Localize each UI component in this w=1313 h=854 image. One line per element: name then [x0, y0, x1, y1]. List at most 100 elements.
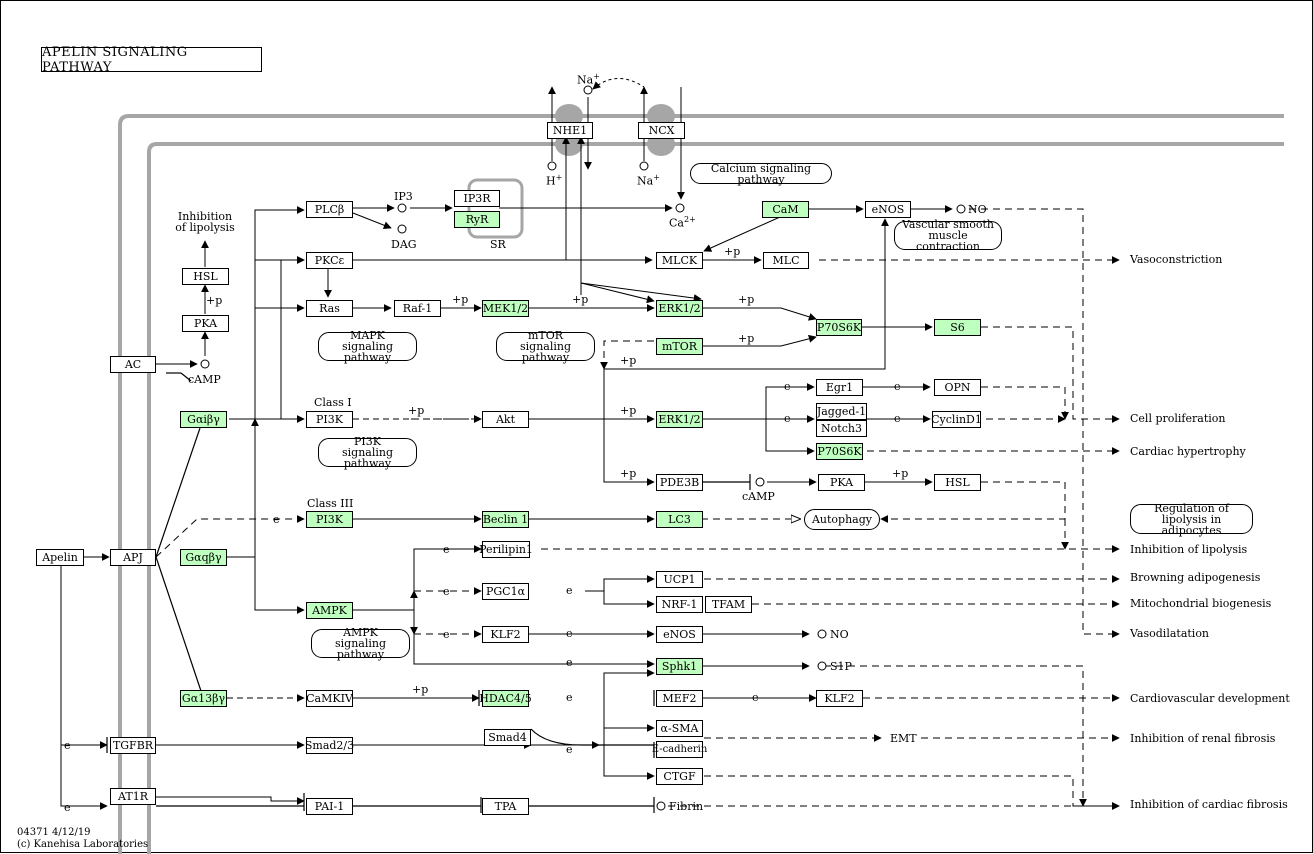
- node-ncx[interactable]: NCX: [638, 122, 685, 139]
- node-egr1[interactable]: Egr1: [816, 379, 863, 396]
- compound-camp-left[interactable]: cAMP: [188, 373, 221, 386]
- node-s6[interactable]: S6: [934, 319, 981, 336]
- compound-camp-right[interactable]: cAMP: [742, 490, 775, 503]
- node-notch3[interactable]: Notch3: [816, 420, 867, 437]
- node-gaqbg[interactable]: Gαqβγ: [180, 549, 227, 566]
- footer: 04371 4/12/19 (c) Kanehisa Laboratories: [17, 827, 148, 851]
- node-enos-low[interactable]: eNOS: [656, 626, 703, 643]
- node-pi3k-class3[interactable]: PI3K: [306, 511, 353, 528]
- indirect-edges: [155, 208, 1120, 810]
- node-erk12-top[interactable]: ERK1/2: [656, 300, 703, 317]
- node-perilipin1[interactable]: Perilipin1: [479, 541, 533, 558]
- compound-na-low[interactable]: Na+: [637, 173, 660, 188]
- node-beclin1[interactable]: Beclin 1: [482, 511, 529, 528]
- node-klf2-right[interactable]: KLF2: [816, 690, 863, 707]
- node-pai1[interactable]: PAI-1: [306, 798, 353, 815]
- expression-label: e: [566, 584, 573, 597]
- node-erk12-mid[interactable]: ERK1/2: [656, 411, 703, 428]
- compound-h[interactable]: H+: [546, 173, 563, 188]
- sr-label: SR: [490, 238, 506, 251]
- node-ras[interactable]: Ras: [306, 300, 353, 317]
- node-pka-left[interactable]: PKA: [182, 315, 229, 332]
- node-camkiv[interactable]: CaMKIV: [306, 690, 353, 707]
- node-p70s6k-top[interactable]: P70S6K: [816, 319, 862, 336]
- node-mlc[interactable]: MLC: [763, 252, 809, 269]
- node-pkce[interactable]: PKCε: [306, 252, 353, 269]
- expression-label: e: [566, 656, 573, 669]
- node-nhe1[interactable]: NHE1: [547, 122, 593, 139]
- expression-label: e: [273, 513, 280, 526]
- expression-label: e: [784, 380, 791, 393]
- node-apelin[interactable]: Apelin: [36, 549, 84, 566]
- node-plcb[interactable]: PLCβ: [306, 201, 353, 218]
- node-ctgf[interactable]: CTGF: [656, 768, 703, 785]
- node-ampk[interactable]: AMPK: [306, 602, 353, 619]
- node-p70s6k-mid[interactable]: P70S6K: [816, 443, 863, 460]
- compound-no-low[interactable]: NO: [830, 628, 849, 641]
- node-mtor[interactable]: mTOR: [656, 338, 703, 355]
- node-gaibg[interactable]: Gαiβγ: [180, 411, 227, 428]
- emt-label: EMT: [890, 732, 917, 745]
- class-i-label: Class I: [314, 396, 352, 409]
- node-smad4[interactable]: Smad4: [484, 729, 531, 746]
- node-ucp1[interactable]: UCP1: [656, 571, 703, 588]
- node-cyclind1[interactable]: CyclinD1: [931, 411, 982, 428]
- compound-dag[interactable]: DAG: [391, 238, 417, 251]
- node-mek12[interactable]: MEK1/2: [482, 300, 529, 317]
- node-pgc1a[interactable]: PGC1α: [482, 583, 529, 600]
- phospho-label: +p: [412, 683, 429, 696]
- compound-ca[interactable]: Ca2+: [669, 215, 696, 230]
- node-mef2[interactable]: MEF2: [656, 690, 703, 707]
- node-jagged1[interactable]: Jagged-1: [816, 403, 867, 420]
- node-ip3r[interactable]: IP3R: [454, 190, 500, 207]
- node-hdac45[interactable]: HDAC4/5: [479, 690, 532, 707]
- expression-label: e: [566, 743, 573, 756]
- outcome-inhibition-renal-fibrosis: Inhibition of renal fibrosis: [1130, 732, 1276, 745]
- node-asma[interactable]: α-SMA: [656, 720, 703, 737]
- node-ecadherin[interactable]: E-cadherin: [652, 741, 707, 758]
- node-akt[interactable]: Akt: [482, 411, 529, 428]
- node-sphk1[interactable]: Sphk1: [656, 658, 703, 675]
- node-klf2-left[interactable]: KLF2: [482, 626, 529, 643]
- compound-na-top[interactable]: Na+: [577, 72, 600, 87]
- node-tgfbr[interactable]: TGFBR: [110, 737, 156, 754]
- node-smad23[interactable]: Smad2/3: [304, 737, 355, 754]
- node-enos-top[interactable]: eNOS: [865, 201, 911, 218]
- compound-no-top[interactable]: NO: [968, 203, 987, 216]
- node-ac[interactable]: AC: [110, 356, 156, 373]
- node-lc3[interactable]: LC3: [656, 511, 703, 528]
- link-calcium-signaling[interactable]: Calcium signaling pathway: [690, 163, 832, 185]
- node-hsl-right[interactable]: HSL: [934, 474, 981, 491]
- node-cam[interactable]: CaM: [762, 201, 809, 218]
- node-ryr[interactable]: RyR: [454, 211, 500, 228]
- compound-fibrin[interactable]: Fibrin: [669, 800, 704, 813]
- link-autophagy[interactable]: Autophagy: [804, 509, 880, 530]
- outcome-cardiovascular-development: Cardiovascular development: [1130, 692, 1290, 705]
- node-at1r[interactable]: AT1R: [110, 788, 156, 805]
- node-ga13bg[interactable]: Gα13βγ: [180, 690, 227, 707]
- phospho-label: +p: [408, 404, 425, 417]
- node-mlck[interactable]: MLCK: [656, 252, 703, 269]
- node-tpa[interactable]: TPA: [482, 798, 529, 815]
- node-raf1[interactable]: Raf-1: [394, 300, 441, 317]
- node-pi3k-class1[interactable]: PI3K: [306, 411, 353, 428]
- node-nrf1[interactable]: NRF-1: [656, 596, 703, 613]
- node-hsl-left[interactable]: HSL: [182, 268, 229, 285]
- node-pde3b[interactable]: PDE3B: [656, 474, 703, 491]
- compound-ip3[interactable]: IP3: [394, 190, 413, 203]
- node-opn[interactable]: OPN: [934, 379, 981, 396]
- node-pka-right[interactable]: PKA: [818, 474, 865, 491]
- node-tfam[interactable]: TFAM: [705, 596, 752, 613]
- outcome-mitochondrial-biogenesis: Mitochondrial biogenesis: [1130, 597, 1272, 610]
- node-apj[interactable]: APJ: [110, 549, 156, 566]
- compound-s1p[interactable]: S1P: [830, 660, 852, 673]
